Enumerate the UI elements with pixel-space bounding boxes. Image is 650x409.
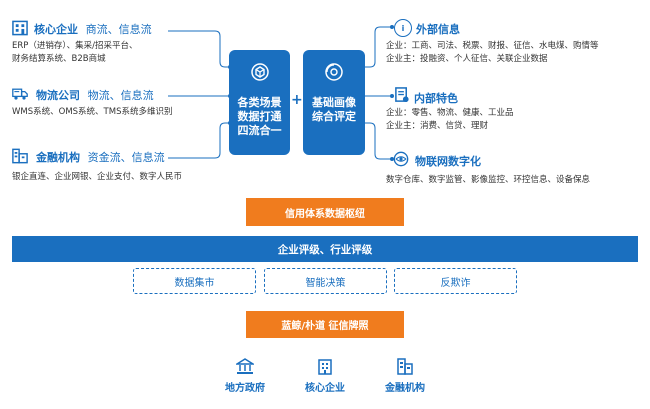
- left-desc-line: WMS系统、OMS系统、TMS系统多维识别: [12, 107, 173, 117]
- left-desc-line: ERP（进销存）、集采/招采平台、: [12, 41, 138, 51]
- target-refresh-icon: [325, 63, 343, 81]
- right-desc-line: 企业主：投融资、个人征信、关联企业数据: [386, 54, 548, 64]
- right-title: 内部特色: [414, 92, 458, 105]
- card-line: 各类场景: [237, 96, 282, 109]
- left-title: 核心企业: [34, 23, 78, 36]
- bank-building-icon: [12, 148, 28, 164]
- bottom-local-government: 地方政府: [210, 358, 280, 394]
- tool-data-mart: 数据集市: [133, 268, 256, 294]
- tool-anti-fraud: 反欺诈: [394, 268, 517, 294]
- left-desc-line: 银企直连、企业网银、企业支付、数字人民币: [12, 172, 183, 182]
- right-title: 物联网数字化: [415, 155, 481, 168]
- card-line: 综合评定: [312, 110, 356, 123]
- center-card-profile: 基础画像 综合评定: [303, 50, 365, 155]
- left-desc-line: 财务结算系统、B2B商城: [12, 54, 106, 64]
- credit-license-badge: 蓝鲸/朴道 征信牌照: [246, 311, 404, 338]
- government-building-icon: [236, 358, 254, 374]
- building-icon: [12, 20, 28, 36]
- card-line: 数据打通: [237, 110, 282, 123]
- credit-data-hub: 信用体系数据枢纽: [246, 198, 404, 226]
- left-title: 物流公司: [36, 89, 80, 102]
- right-title: 外部信息: [416, 23, 460, 36]
- truck-icon: [12, 88, 28, 100]
- bottom-label: 地方政府: [225, 383, 265, 394]
- document-list-icon: [395, 87, 409, 103]
- eye-icon: [393, 151, 409, 167]
- office-building-icon: [318, 359, 332, 375]
- card-line: 四流合一: [237, 124, 282, 137]
- bottom-label: 金融机构: [385, 383, 425, 394]
- bottom-label: 核心企业: [305, 383, 345, 394]
- tool-smart-decision: 智能决策: [264, 268, 387, 294]
- cube-gear-icon: [250, 63, 269, 81]
- left-sub: 资金流、信息流: [87, 151, 165, 164]
- bottom-core-enterprise: 核心企业: [290, 358, 360, 394]
- center-card-scenarios: 各类场景 数据打通 四流合一: [229, 50, 290, 155]
- right-desc-line: 企业：零售、物流、健康、工业品: [386, 108, 514, 118]
- rating-bar: 企业评级、行业评级: [12, 236, 638, 262]
- right-desc-line: 企业主：消费、信贷、理财: [386, 121, 489, 131]
- bottom-financial-institution: 金融机构: [370, 358, 440, 394]
- external-info-icon: i: [394, 19, 412, 37]
- left-sub: 物流、信息流: [87, 89, 154, 102]
- card-line: 基础画像: [312, 96, 356, 109]
- left-title: 金融机构: [36, 151, 80, 164]
- bank-building-icon: [397, 358, 413, 375]
- left-sub: 商流、信息流: [85, 23, 152, 36]
- right-desc-line: 数字仓库、数字监管、影像监控、环控信息、设备保息: [386, 175, 591, 185]
- plus-sign: +: [291, 92, 303, 108]
- right-desc-line: 企业：工商、司法、税票、财报、征信、水电煤、购情等: [386, 41, 599, 51]
